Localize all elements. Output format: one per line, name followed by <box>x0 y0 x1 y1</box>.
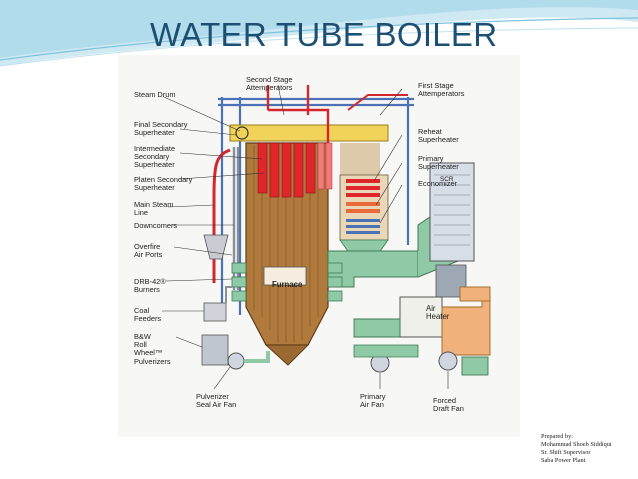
scr-reactor <box>429 162 475 262</box>
label-steam-drum: Steam Drum <box>134 90 176 99</box>
scr-catalyst-layers <box>434 174 470 246</box>
platen-superheater <box>257 142 316 198</box>
label-economizer: Economizer <box>418 179 458 188</box>
label-leader-lines <box>162 84 449 390</box>
credit-line-1: Prepared by: <box>541 433 573 440</box>
forced-draft-fan-housing <box>461 356 489 376</box>
economizer-tubes <box>346 219 380 234</box>
air-duct-top <box>459 286 491 302</box>
label-primary-air-fan: Primary Air Fan <box>360 392 386 410</box>
furnace-hopper <box>264 344 310 366</box>
label-drb-burners: DRB-42® Burners <box>134 277 166 295</box>
backpass-enclosure <box>339 174 389 241</box>
slide-title: WATER TUBE BOILER <box>150 16 498 53</box>
coal-feeder <box>203 302 227 322</box>
label-platen-secondary-superheater: Platen Secondary Superheater <box>134 175 193 193</box>
label-main-steam-line: Main Steam Line <box>134 200 174 218</box>
label-second-stage-attemperators: Second Stage Attemperators <box>246 75 293 93</box>
label-overfire-air-ports: Overfire Air Ports <box>134 242 163 260</box>
credit-line-2: Mohammad Shoeb Siddiqui <box>541 441 612 449</box>
label-downcomers: Downcomers <box>134 221 178 230</box>
pulverizer-seal-air-fan <box>227 352 245 370</box>
coal-silo <box>203 234 229 260</box>
steam-drum <box>235 126 249 140</box>
label-furnace: Furnace <box>272 280 303 289</box>
primary-superheater <box>346 202 380 213</box>
furnace-label-box <box>263 266 307 286</box>
label-final-secondary-superheater: Final Secondary Superheater <box>134 120 188 138</box>
label-coal-feeders: Coal Feeders <box>134 306 162 324</box>
second-stage-attemperator-pipe <box>266 85 330 143</box>
boiler-diagram <box>118 55 520 437</box>
label-forced-draft-fan: Forced Draft Fan <box>433 396 464 414</box>
primary-air-duct <box>353 344 419 358</box>
air-duct-left <box>353 318 401 338</box>
reheat-superheater <box>346 179 380 197</box>
label-intermediate-secondary-superheater: Intermediate Secondary Superheater <box>134 144 176 170</box>
pulverizer <box>201 334 229 366</box>
label-pulverizer-seal-air-fan: Pulverizer Seal Air Fan <box>196 392 237 410</box>
label-reheat-superheater: Reheat Superheater <box>418 127 459 145</box>
coal-pipe <box>225 286 232 303</box>
author-credit: Prepared by: Mohammad Shoeb Siddiqui Sr.… <box>541 433 612 465</box>
credit-line-4: Saba Power Plant <box>541 457 586 465</box>
steam-drum-header <box>229 124 389 142</box>
seal-air-duct <box>244 351 270 363</box>
label-primary-superheater: Primary Superheater <box>418 154 459 172</box>
background-swoosh-decoration <box>0 0 638 67</box>
main-steam-line <box>212 148 231 283</box>
burner-row <box>231 262 343 302</box>
label-scr: SCR <box>440 176 454 183</box>
forced-draft-fan <box>438 351 458 371</box>
credit-line-3: Sr. Shift Supervisor <box>541 449 591 457</box>
first-stage-attemperator-pipe <box>347 94 408 111</box>
label-first-stage-attemperators: First Stage Attemperators <box>418 81 465 99</box>
label-air-heater: Air Heater <box>426 304 450 322</box>
label-roll-wheel-pulverizers: B&W Roll Wheel™ Pulverizers <box>134 332 171 366</box>
